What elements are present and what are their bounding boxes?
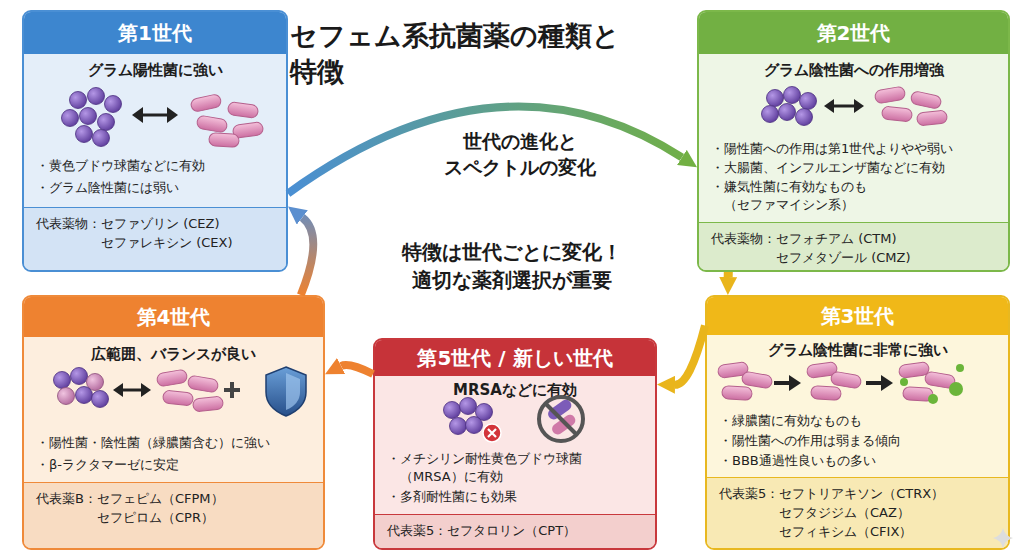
generation-box: 第3世代グラム陰性菌に非常に強い・緑膿菌に有効なものも・陽性菌への作用は弱まる傾… [705, 295, 1010, 550]
generation-box: 第2世代グラム陰性菌への作用増強・陽性菌への作用は第1世代よりやや弱い・大腸菌、… [697, 10, 1010, 272]
bullet-text: ・嫌気性菌に有効なものも （セファマイシン系） [711, 178, 904, 214]
box-header: 第4世代 [24, 297, 323, 337]
bullet-text: ・黄色ブドウ球菌などに有効 [36, 157, 279, 175]
generation-box: 第1世代グラム陽性菌に強い・黄色ブドウ球菌などに有効・グラム陰性菌には弱い代表薬… [22, 10, 288, 272]
bullet-text: ・BBB通過性良いもの多い [719, 452, 1002, 470]
cycle-arrow [675, 326, 705, 385]
bullet-text: ・メチシリン耐性黄色ブドウ球菌 （MRSA）に有効 [387, 450, 600, 486]
drug-list: 代表薬5：セフトリアキソン（CTRX） セフタジジム（CAZ） セフィキシム（C… [719, 484, 954, 541]
cycle-arrow [288, 107, 682, 194]
bullet-text: ・グラム陰性菌には弱い [36, 179, 279, 197]
drug-band: 代表薬5：セフタロリン（CPT） [375, 514, 655, 548]
bullet-text: ・多剤耐性菌にも効果 [387, 488, 650, 506]
box-header: 第1世代 [24, 12, 286, 54]
bullet-text: ・大腸菌、インフルエンザ菌などに有効 [711, 159, 1004, 177]
box-subtitle: 広範囲、バランスが良い [24, 344, 323, 364]
box-header: 第5世代 / 新しい世代 [375, 340, 655, 376]
generation-box: 第4世代広範囲、バランスが良い・陽性菌・陰性菌（緑膿菌含む）に強い・β-ラクタマ… [22, 295, 325, 550]
box-header: 第3世代 [707, 297, 1008, 335]
center-note: 特徴は世代ごとに変化！ 適切な薬剤選択が重要 [392, 238, 632, 294]
box-subtitle: グラム陽性菌に強い [24, 60, 286, 80]
diagram-title: セフェム系抗菌薬の種類と 特徴 [290, 18, 630, 90]
drug-list: 代表薬物：セフォチアム (CTM) セフメタゾール (CMZ) [711, 229, 926, 267]
bullet-text: ・陽性菌への作用は弱まる傾向 [719, 432, 1002, 450]
box-subtitle: グラム陰性菌への作用増強 [699, 60, 1008, 80]
bullet-text: ・緑膿菌に有効なものも [719, 412, 1002, 430]
bullet-text: ・陽性菌への作用は第1世代よりやや弱い [711, 140, 1004, 158]
drug-band: 代表薬物：セファゾリン (CEZ) セファレキシン (CEX) [24, 207, 286, 270]
cycle-arrow [301, 218, 313, 296]
center-note: 世代の進化と スペクトルの変化 [430, 128, 610, 180]
drug-band: 代表薬物：セフォチアム (CTM) セフメタゾール (CMZ) [699, 222, 1008, 270]
cycle-arrow [341, 365, 373, 374]
box-subtitle: MRSAなどに有効 [375, 380, 655, 400]
box-subtitle: グラム陰性菌に非常に強い [707, 340, 1008, 360]
drug-list: 代表薬B：セフェピム（CFPM） セフピロム（CPR） [36, 489, 240, 527]
bullet-text: ・β-ラクタマーゼに安定 [36, 456, 319, 474]
box-header: 第2世代 [699, 12, 1008, 54]
drug-band: 代表薬B：セフェピム（CFPM） セフピロム（CPR） [24, 482, 323, 548]
drug-band: 代表薬5：セフトリアキソン（CTRX） セフタジジム（CAZ） セフィキシム（C… [707, 477, 1008, 548]
cycle-arrow [724, 272, 733, 277]
drug-list: 代表薬物：セファゾリン (CEZ) セファレキシン (CEX) [36, 214, 251, 252]
generation-box: 第5世代 / 新しい世代 MRSAなどに有効・メチシリン耐性黄色ブドウ球菌 （MR… [373, 338, 657, 550]
drug-list: 代表薬5：セフタロリン（CPT） [387, 521, 637, 540]
bullet-text: ・陽性菌・陰性菌（緑膿菌含む）に強い [36, 434, 319, 452]
